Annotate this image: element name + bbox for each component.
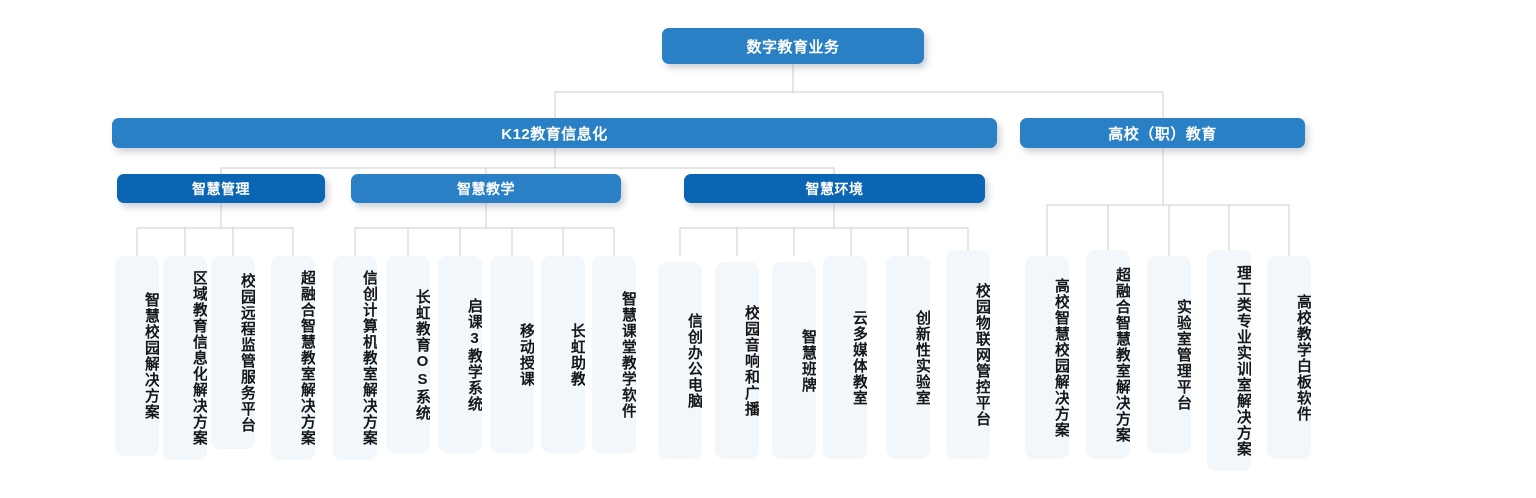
leaf-node[interactable]: 智慧课堂教学软件 bbox=[592, 256, 636, 453]
leaf-node[interactable]: 创新性实验室 bbox=[886, 256, 930, 459]
leaf-node[interactable]: 长虹教育OS系统 bbox=[386, 256, 430, 453]
leaf-node[interactable]: 信创办公电脑 bbox=[658, 262, 702, 459]
branch-node-higher-ed[interactable]: 高校（职）教育 bbox=[1020, 118, 1305, 148]
leaf-node[interactable]: 理工类专业实训室解决方案 bbox=[1207, 250, 1251, 471]
leaf-node[interactable]: 校园音响和广播 bbox=[715, 262, 759, 459]
group-node-smart-teaching[interactable]: 智慧教学 bbox=[351, 174, 621, 203]
leaf-node[interactable]: 实验室管理平台 bbox=[1147, 256, 1191, 453]
group-node-smart-environment[interactable]: 智慧环境 bbox=[684, 174, 985, 203]
leaf-node[interactable]: 超融合智慧教室解决方案 bbox=[1086, 250, 1130, 459]
leaf-node[interactable]: 校园物联网管控平台 bbox=[946, 250, 990, 459]
leaf-node[interactable]: 移动授课 bbox=[490, 256, 534, 453]
leaf-node[interactable]: 校园远程监管服务平台 bbox=[211, 256, 255, 449]
leaf-node[interactable]: 云多媒体教室 bbox=[823, 256, 867, 459]
branch-node-k12[interactable]: K12教育信息化 bbox=[112, 118, 997, 148]
leaf-node[interactable]: 区域教育信息化解决方案 bbox=[163, 256, 207, 460]
group-node-smart-management[interactable]: 智慧管理 bbox=[117, 174, 325, 203]
leaf-node[interactable]: 智慧校园解决方案 bbox=[115, 256, 159, 456]
leaf-node[interactable]: 长虹助教 bbox=[541, 256, 585, 453]
leaf-node[interactable]: 信创计算机教室解决方案 bbox=[333, 256, 377, 460]
leaf-node[interactable]: 高校智慧校园解决方案 bbox=[1025, 256, 1069, 459]
leaf-node[interactable]: 启课3教学系统 bbox=[438, 256, 482, 453]
leaf-node[interactable]: 智慧班牌 bbox=[772, 262, 816, 459]
leaf-node[interactable]: 高校教学白板软件 bbox=[1267, 256, 1311, 459]
leaf-node[interactable]: 超融合智慧教室解决方案 bbox=[271, 256, 315, 460]
root-node[interactable]: 数字教育业务 bbox=[662, 28, 924, 64]
